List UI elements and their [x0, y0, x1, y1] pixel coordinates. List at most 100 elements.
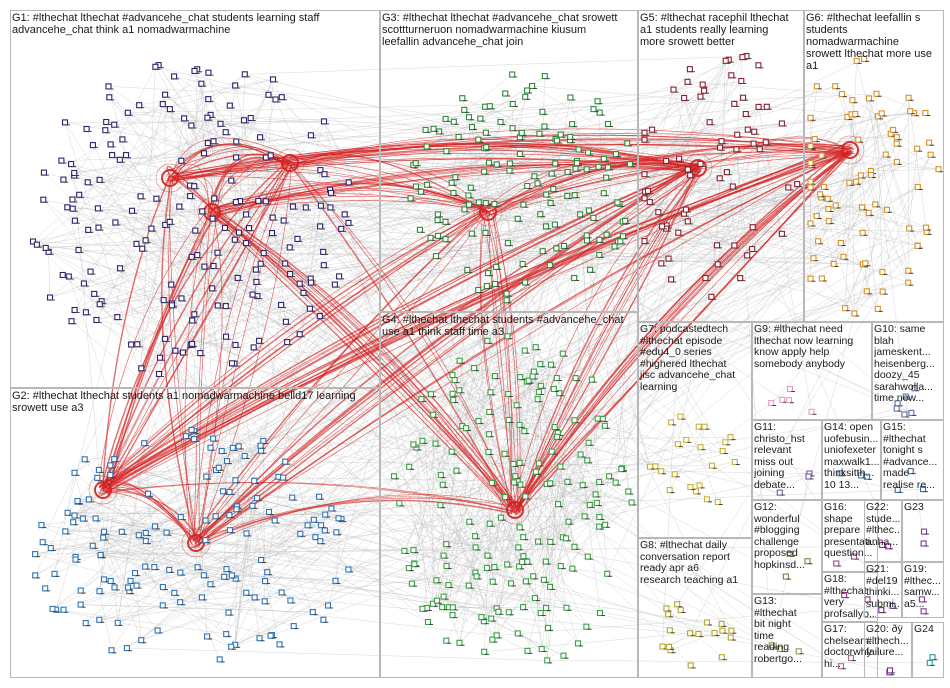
- gray-edge: [74, 515, 203, 598]
- red-edge: [196, 166, 700, 543]
- node-shadow: [37, 246, 42, 248]
- gray-edge: [36, 244, 312, 283]
- gray-edge: [416, 282, 909, 448]
- red-edge: [197, 170, 702, 546]
- group-box-g21: [864, 562, 902, 618]
- gray-edge: [62, 274, 497, 636]
- node-shadow: [132, 346, 137, 348]
- gray-edge: [163, 299, 583, 486]
- node-shadow: [256, 271, 261, 273]
- gray-edge: [207, 636, 232, 647]
- node-shadow: [211, 116, 216, 118]
- red-edge: [103, 150, 852, 492]
- node-shadow: [300, 336, 305, 338]
- graph-node: [345, 179, 352, 186]
- graph-node: [60, 176, 67, 183]
- gray-edge: [99, 590, 271, 636]
- graph-node: [40, 169, 47, 176]
- group-box-g3: [380, 10, 638, 312]
- gray-edge: [736, 57, 743, 135]
- gray-edge: [440, 181, 857, 506]
- gray-edge: [816, 97, 909, 217]
- node-shadow: [183, 354, 188, 356]
- gray-edge: [475, 454, 581, 573]
- red-edge: [517, 168, 701, 512]
- node-shadow: [123, 141, 128, 143]
- node-shadow: [221, 125, 226, 127]
- hub-ring: [683, 153, 713, 183]
- node-shadow: [72, 323, 77, 325]
- graph-node: [46, 294, 54, 301]
- gray-edge: [74, 66, 156, 221]
- gray-edge: [185, 436, 301, 534]
- red-edge: [166, 165, 214, 211]
- node-shadow: [282, 99, 287, 101]
- gray-edge: [201, 83, 214, 439]
- gray-edge: [235, 278, 811, 646]
- graph-node: [94, 205, 101, 212]
- gray-edge: [828, 208, 927, 228]
- red-edge: [97, 207, 209, 485]
- graph-node: [286, 244, 293, 251]
- gray-edge: [117, 83, 202, 623]
- node-shadow: [284, 222, 289, 224]
- graph-node: [80, 280, 87, 287]
- graph-node: [243, 211, 250, 218]
- gray-edge: [252, 294, 549, 629]
- red-edge: [487, 155, 849, 216]
- gray-edge: [34, 553, 294, 627]
- graph-node: [166, 218, 173, 225]
- node-shadow: [175, 78, 180, 80]
- graph-node: [300, 289, 307, 296]
- gray-edge: [908, 97, 927, 232]
- node-shadow: [93, 147, 98, 149]
- red-edge: [517, 168, 703, 511]
- gray-edge: [67, 207, 97, 321]
- gray-edge: [606, 416, 681, 574]
- graph-node: [114, 314, 121, 321]
- node-shadow: [288, 344, 293, 346]
- node-shadow: [141, 198, 146, 200]
- gray-edge: [726, 171, 924, 612]
- gray-edge: [205, 346, 536, 521]
- graph-node: [222, 333, 230, 340]
- node-shadow: [49, 253, 54, 255]
- gray-edge: [813, 116, 879, 259]
- hub-ring: [161, 169, 179, 187]
- node-shadow: [254, 349, 259, 351]
- gray-edge: [415, 170, 510, 187]
- gray-edge: [67, 207, 173, 304]
- red-edge: [485, 208, 512, 506]
- gray-edge: [459, 390, 512, 584]
- gray-edge: [48, 123, 221, 252]
- node-shadow: [73, 210, 78, 212]
- node-shadow: [73, 201, 78, 203]
- gray-edge: [459, 576, 477, 643]
- node-shadow: [325, 123, 329, 125]
- graph-node: [82, 309, 89, 316]
- node-shadow: [170, 223, 175, 225]
- group-box-g2: [10, 388, 380, 678]
- gray-edge: [674, 461, 735, 475]
- graph-node: [192, 227, 199, 234]
- node-shadow: [137, 245, 142, 247]
- gray-edge: [866, 154, 886, 292]
- node-shadow: [218, 254, 223, 256]
- node-shadow: [202, 85, 207, 87]
- gray-edge: [335, 519, 342, 581]
- gray-edge: [882, 154, 931, 273]
- node-shadow: [69, 278, 74, 280]
- node-shadow: [95, 295, 100, 297]
- gray-edge: [578, 60, 726, 150]
- gray-edge: [771, 476, 809, 646]
- graph-node: [210, 262, 217, 270]
- gray-edge: [103, 460, 228, 532]
- gray-edge: [451, 75, 545, 183]
- graph-node: [191, 311, 198, 318]
- gray-edge: [338, 276, 576, 379]
- gray-edge: [145, 240, 195, 315]
- gray-edge: [525, 205, 836, 283]
- graph-node: [250, 344, 257, 351]
- node-shadow: [198, 257, 203, 259]
- red-edge: [100, 153, 849, 497]
